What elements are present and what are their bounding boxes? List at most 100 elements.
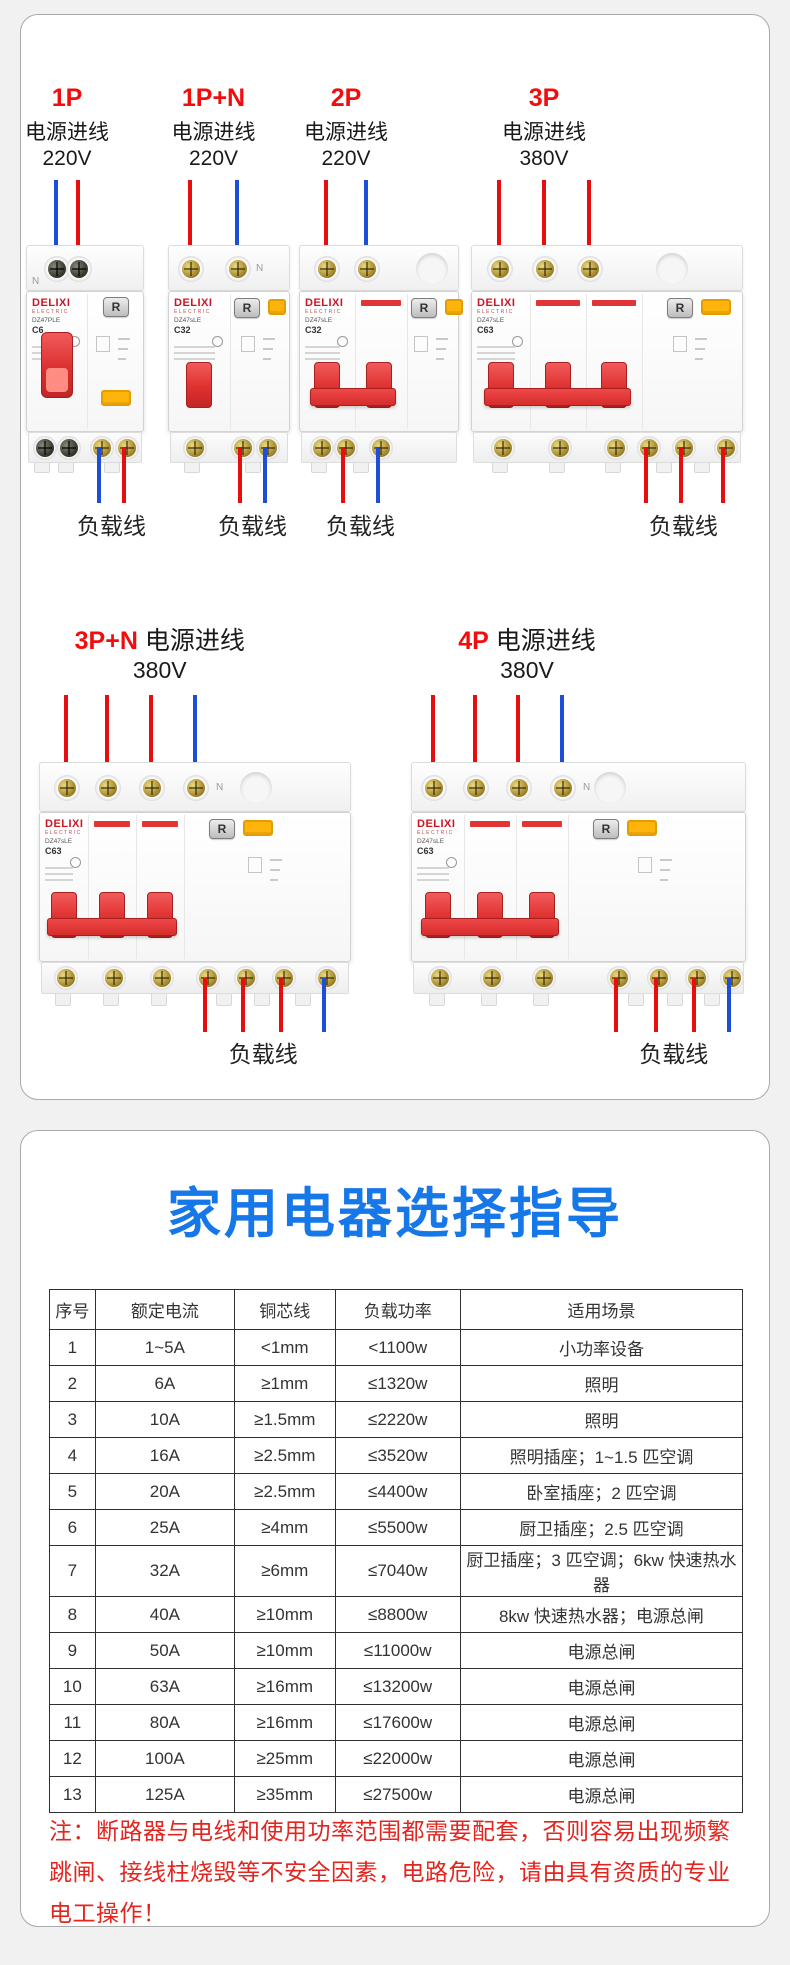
pole-stripe	[592, 300, 636, 306]
schematic-print	[248, 857, 262, 873]
module-divider	[642, 294, 643, 429]
table-cell: 厨卫插座；2.5 匹空调	[459, 1509, 744, 1546]
module-divider	[407, 294, 408, 429]
spec-text-line	[477, 352, 515, 354]
ccc-mark-icon	[337, 336, 348, 347]
schematic-print	[673, 336, 687, 352]
module-divider	[136, 815, 137, 959]
table-cell: ≤22000w	[334, 1740, 461, 1777]
screw-slot-icon	[675, 438, 693, 457]
supply-wire-red	[324, 180, 328, 246]
table-cell: ≥10mm	[234, 1632, 336, 1669]
table-header-cell: 额定电流	[94, 1289, 236, 1330]
schematic-line	[695, 348, 705, 350]
table-cell: 10A	[94, 1401, 236, 1438]
screw-slot-icon	[57, 969, 75, 987]
schematic-line	[695, 338, 707, 340]
din-clip	[103, 463, 120, 473]
spec-text-line	[417, 879, 449, 881]
load-wire-blue	[376, 447, 380, 503]
screw-slot-icon	[182, 260, 200, 278]
load-line-label: 负载线	[77, 513, 146, 539]
brand-sub: ELECTRIC	[174, 309, 211, 315]
screw-slot-icon	[186, 438, 204, 457]
screw-slot-icon	[723, 969, 741, 987]
schematic-line	[695, 358, 703, 360]
schematic-line	[262, 348, 273, 350]
din-clip	[151, 994, 167, 1006]
table-cell: 电源总闸	[459, 1632, 744, 1669]
supply-line-label: 电源进线	[25, 121, 109, 144]
supply-wire-red	[64, 695, 68, 763]
toggle-joining-bar	[310, 388, 396, 406]
pole-stripe	[94, 821, 130, 827]
spec-text-line	[417, 867, 449, 869]
module-divider	[88, 815, 89, 959]
table-cell: 100A	[94, 1740, 236, 1777]
table-cell: 小功率设备	[459, 1329, 744, 1366]
spec-text-line	[305, 352, 340, 354]
table-cell: 电源总闸	[459, 1704, 744, 1741]
screw-slot-icon	[554, 779, 572, 797]
screw-slot-icon	[199, 969, 217, 987]
load-wire-red	[341, 447, 345, 503]
table-header-cell: 适用场景	[459, 1289, 744, 1330]
din-clip	[492, 463, 508, 473]
table-cell: 照明	[459, 1401, 744, 1438]
pole-type-label: 3P+N	[74, 627, 138, 655]
neutral-marker: N	[256, 263, 264, 274]
table-cell: ≤3520w	[334, 1437, 461, 1474]
load-wire-red	[679, 447, 683, 503]
blank-terminal-hole-icon	[240, 772, 272, 804]
top-terminal-strip: N	[168, 245, 290, 291]
screw-slot-icon	[99, 779, 117, 797]
screw-slot-icon	[640, 438, 658, 457]
din-clip	[694, 463, 710, 473]
terminal-screw-icon	[637, 435, 661, 460]
din-clip	[429, 994, 445, 1006]
terminal-screw-icon	[231, 435, 255, 460]
breaker-toggle	[186, 362, 212, 408]
screw-slot-icon	[36, 438, 54, 457]
screw-slot-icon	[318, 969, 336, 987]
ccc-mark-icon	[70, 857, 81, 868]
test-button	[243, 820, 273, 836]
bottom-terminal-strip	[170, 432, 288, 463]
table-cell: ≥25mm	[234, 1740, 336, 1777]
screw-slot-icon	[143, 779, 161, 797]
supply-wire-blue	[193, 695, 197, 763]
din-clip	[184, 463, 200, 473]
supply-wire-red	[542, 180, 546, 246]
terminal-screw-icon	[272, 966, 296, 990]
terminal-screw-icon	[90, 435, 114, 460]
table-cell: 2	[49, 1365, 96, 1402]
table-cell: 3	[49, 1401, 96, 1438]
table-cell: 16A	[94, 1437, 236, 1474]
pole-stripe	[142, 821, 178, 827]
screw-slot-icon	[153, 969, 171, 987]
screw-slot-icon	[425, 779, 443, 797]
table-cell: 6A	[94, 1365, 236, 1402]
screw-slot-icon	[483, 969, 501, 987]
terminal-screw-icon	[183, 435, 207, 460]
reset-button: R	[234, 298, 260, 318]
model-number: DZ47sLE	[45, 838, 73, 845]
terminal-screw-icon	[225, 256, 251, 282]
blank-terminal-hole-icon	[416, 253, 448, 285]
breaker-toggle	[41, 332, 73, 398]
supply-wire-blue	[54, 180, 58, 246]
table-cell: ≥4mm	[234, 1509, 336, 1546]
module-divider	[184, 815, 185, 959]
terminal-screw-icon	[314, 256, 340, 282]
current-rating: C6	[32, 324, 44, 335]
screw-slot-icon	[234, 438, 252, 457]
current-rating: C32	[305, 324, 322, 335]
